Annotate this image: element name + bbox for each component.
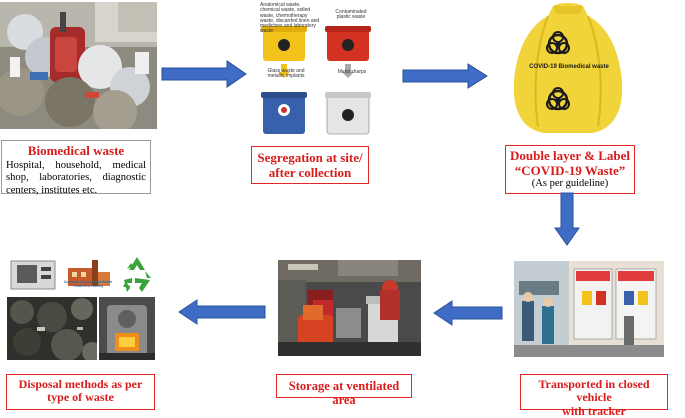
arrow-left-icon (433, 300, 503, 326)
red-bin-label: Contaminated plastic waste (335, 9, 367, 21)
facility-label: Common Bio-medical Waste Treatment Facil… (63, 280, 113, 288)
white-bin-label: Metal sharps (337, 69, 367, 75)
double-layer-box: Double layer & Label “COVID-19 Waste” (A… (505, 145, 635, 194)
segregation-title-line1: Segregation at site/ (257, 150, 363, 165)
double-layer-note: (As per guideline) (531, 178, 609, 190)
biomedical-waste-photo (0, 2, 157, 129)
segregation-bins-image: Anatomical waste, chemical waste, soiled… (250, 2, 380, 138)
biohazard-icon (546, 31, 570, 55)
disposal-title-line1: Disposal methods as per (18, 377, 143, 391)
double-layer-title-line1: Double layer & Label (509, 148, 630, 163)
biomedical-waste-title: Biomedical waste (27, 143, 125, 158)
biomedical-waste-box: Biomedical waste Hospital, household, me… (1, 140, 151, 196)
biohazard-icon (546, 87, 570, 111)
transport-box: Transported in closed vehicle with track… (520, 374, 668, 418)
transport-vehicle-photo (514, 261, 664, 357)
covid-waste-bag-image: COVID-19 Biomedical waste (508, 2, 628, 134)
incinerator-unit-photo (7, 255, 59, 293)
arrow-right-icon (402, 63, 488, 89)
storage-area-photo (278, 260, 421, 356)
arrow-down-icon (554, 192, 580, 246)
recycle-icon (117, 254, 157, 294)
disposal-box: Disposal methods as per type of waste (6, 374, 155, 410)
storage-title: Storage at ventilated area (288, 379, 400, 407)
arrow-right-icon (161, 60, 247, 88)
double-layer-title-line2: “COVID-19 Waste” (514, 162, 626, 178)
transport-title-line2: with tracker (562, 403, 626, 418)
transport-title-line1: Transported in closed vehicle (538, 377, 650, 405)
yellow-bin-label: Anatomical waste, chemical waste, soiled… (260, 2, 320, 35)
biomedical-waste-description: Hospital, household, medical shop, labor… (6, 159, 146, 196)
arrow-left-icon (178, 299, 266, 325)
disposal-title-line2: type of waste (47, 390, 114, 405)
segregation-title-line2: after collection (268, 164, 352, 180)
incinerator-furnace-photo (99, 297, 155, 360)
storage-box: Storage at ventilated area (276, 374, 412, 407)
bag-label: COVID-19 Biomedical waste (529, 64, 609, 70)
treatment-facility-image: Common Bio-medical Waste Treatment Facil… (62, 252, 114, 294)
blue-bin-label: Glass waste and metallic implants (267, 68, 305, 80)
landfill-photo (7, 297, 97, 360)
segregation-box: Segregation at site/ after collection (251, 146, 369, 184)
